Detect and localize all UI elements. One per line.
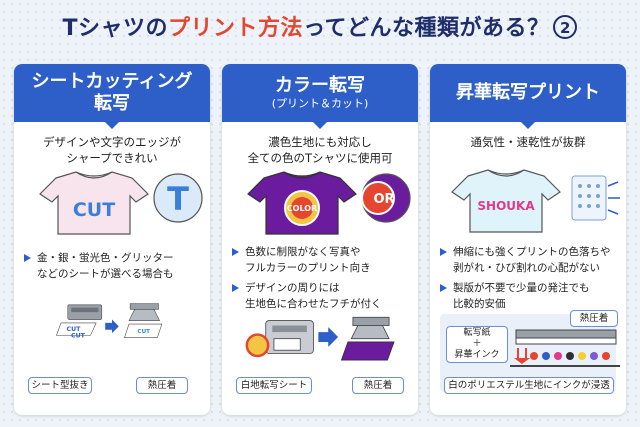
bullet-triangle-icon	[232, 248, 239, 256]
arrow-icon	[318, 327, 339, 347]
label-heat-press: 熱圧着	[136, 377, 188, 394]
bullet-text: 伸縮にも強くプリントの色落ちや 剥がれ・ひび割れの心配がない	[453, 246, 611, 274]
shirt-print-text: COLOR	[287, 204, 317, 213]
bullet-item: 製版が不要で少量の発注でも 比較的安価	[440, 280, 622, 312]
bullet-triangle-icon	[232, 284, 239, 292]
label-heat-press: 熱圧着	[570, 310, 618, 327]
sheet-text-2: CUT	[71, 333, 86, 340]
pressed-text: CUT	[137, 329, 150, 335]
bullet-item: 伸縮にも強くプリントの色落ちや 剥がれ・ひび割れの心配がない	[440, 244, 622, 276]
panel-sheet-cutting: シートカッティング 転写 デザインや文字のエッジが シャープできれい CUT T…	[14, 64, 210, 415]
bullet-triangle-icon	[440, 248, 447, 256]
zoom-text: T	[167, 180, 189, 218]
bullet-text: 色数に制限がなく写真や フルカラーのプリント向き	[245, 246, 371, 274]
description-line1: デザインや文字のエッジが	[43, 135, 181, 149]
description-line2: 全ての色のTシャツに使用可	[247, 151, 393, 165]
page-title: Tシャツのプリント方法ってどんな種類がある？2	[0, 10, 640, 42]
heading-line1: 昇華転写プリント	[456, 82, 600, 103]
panel-sublimation: 昇華転写プリント 通気性・速乾性が抜群 SHOUKA 伸縮にも強くプリントの色落…	[430, 64, 626, 415]
panel-heading: カラー転写 (プリント＆カット)	[222, 64, 418, 129]
panel-color-transfer: カラー転写 (プリント＆カット) 濃色生地にも対応し 全ての色のTシャツに使用可…	[222, 64, 418, 415]
shirt-print-text: SHOUKA	[477, 199, 535, 213]
bullet-list: 金・銀・蛍光色・グリッター などのシートが選べる場合も	[24, 250, 206, 286]
bullet-item: 金・銀・蛍光色・グリッター などのシートが選べる場合も	[24, 250, 206, 282]
label-sheet-cutout: シート型抜き	[28, 377, 92, 394]
process-illustration	[245, 316, 395, 361]
label-heat-press: 熱圧着	[352, 377, 404, 394]
bullet-text: 金・銀・蛍光色・グリッター などのシートが選べる場合も	[37, 252, 174, 280]
description-line1: 通気性・速乾性が抜群	[470, 135, 586, 149]
panel-description: 濃色生地にも対応し 全ての色のTシャツに使用可	[222, 134, 418, 166]
sublimation-diagram	[510, 329, 620, 367]
bullet-list: 色数に制限がなく写真や フルカラーのプリント向き デザインの周りには 生地色に合…	[232, 244, 414, 316]
panel-heading: シートカッティング 転写	[14, 64, 210, 129]
label-transfer-paper: 転写紙 ＋ 昇華インク	[446, 326, 508, 363]
zoom-circle	[153, 173, 203, 223]
bullet-triangle-icon	[24, 254, 31, 262]
tshirt-illustration: CUT T	[39, 171, 203, 235]
bullet-item: デザインの周りには 生地色に合わせたフチが付く	[232, 280, 414, 312]
title-part1: Tシャツの	[62, 16, 169, 41]
process-illustration: CUT CUT CUT	[56, 303, 163, 340]
bullet-triangle-icon	[440, 284, 447, 292]
sheet-text-1: CUT	[67, 326, 82, 333]
heading-sub: (プリント＆カット)	[271, 97, 369, 110]
heading-line2: 転写	[94, 93, 130, 114]
label-ink-penetration: 白のポリエステル生地にインクが浸透	[444, 377, 614, 394]
description-line1: 濃色生地にも対応し	[268, 135, 372, 149]
title-number-badge: 2	[553, 15, 578, 39]
bullet-text: デザインの周りには 生地色に合わせたフチが付く	[245, 282, 382, 310]
shirt-print-text: CUT	[73, 199, 115, 221]
bullet-list: 伸縮にも強くプリントの色落ちや 剥がれ・ひび割れの心配がない 製版が不要で少量の…	[440, 244, 622, 316]
bullet-text: 製版が不要で少量の発注でも 比較的安価	[453, 282, 590, 310]
bullet-item: 色数に制限がなく写真や フルカラーのプリント向き	[232, 244, 414, 276]
heading-line1: シートカッティング	[31, 71, 193, 92]
description-line2: シャープできれい	[66, 151, 158, 165]
panel-description: 通気性・速乾性が抜群	[430, 134, 626, 150]
arrow-icon	[105, 319, 119, 334]
tshirt-illustration: SHOUKA	[451, 169, 620, 233]
panel-description: デザインや文字のエッジが シャープできれい	[14, 134, 210, 166]
tshirt-illustration: COLOR OR	[247, 171, 411, 235]
label-white-sheet: 白地転写シート	[236, 377, 312, 394]
panel-heading: 昇華転写プリント	[430, 64, 626, 129]
heading-line1: カラー転写	[275, 75, 365, 96]
title-highlight: プリント方法	[168, 16, 304, 41]
title-part3: ってどんな種類がある？	[303, 16, 550, 41]
zoom-text: OR	[373, 192, 394, 207]
